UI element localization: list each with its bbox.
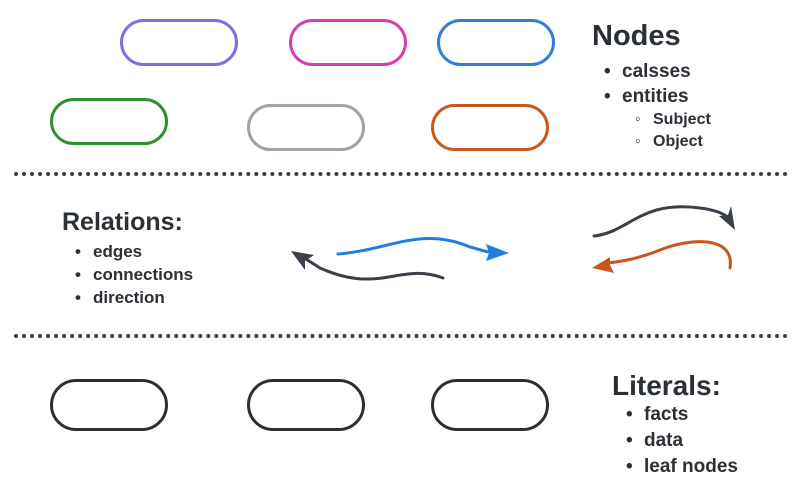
literal-pill-1: [50, 379, 168, 431]
literals-item-data: data: [626, 428, 738, 454]
nodes-item-entities: entities: [604, 84, 691, 109]
literals-heading: Literals:: [612, 370, 721, 401]
literal-pill-2: [247, 379, 365, 431]
relations-heading: Relations:: [62, 208, 183, 236]
divider-bottom: [14, 334, 788, 338]
literals-list: facts data leaf nodes: [626, 402, 738, 480]
arrow-orange: [592, 240, 732, 273]
relations-item-edges: edges: [75, 240, 193, 263]
relations-item-connections: connections: [75, 263, 193, 286]
nodes-sublist: Subject Object: [635, 109, 711, 153]
nodes-subitem-object: Object: [635, 131, 711, 153]
relations-item-direction: direction: [75, 286, 193, 309]
literals-item-facts: facts: [626, 402, 738, 428]
literals-item-leaf-nodes: leaf nodes: [626, 454, 738, 480]
literal-pill-3: [431, 379, 549, 431]
arrow-dark-right: [592, 205, 735, 238]
node-pill-magenta: [289, 19, 407, 66]
nodes-heading: Nodes: [592, 20, 681, 52]
nodes-item-classes: calsses: [604, 59, 691, 84]
relations-list: edges connections direction: [75, 240, 193, 309]
node-pill-blue: [437, 19, 555, 66]
nodes-subitem-subject: Subject: [635, 109, 711, 131]
arrow-blue: [336, 237, 509, 261]
divider-top: [14, 172, 788, 176]
node-pill-gray: [247, 104, 365, 151]
arrow-dark-left: [291, 251, 445, 281]
nodes-list: calsses entities: [604, 59, 691, 109]
node-pill-purple: [120, 19, 238, 66]
node-pill-orange: [431, 104, 549, 151]
node-pill-green: [50, 98, 168, 145]
